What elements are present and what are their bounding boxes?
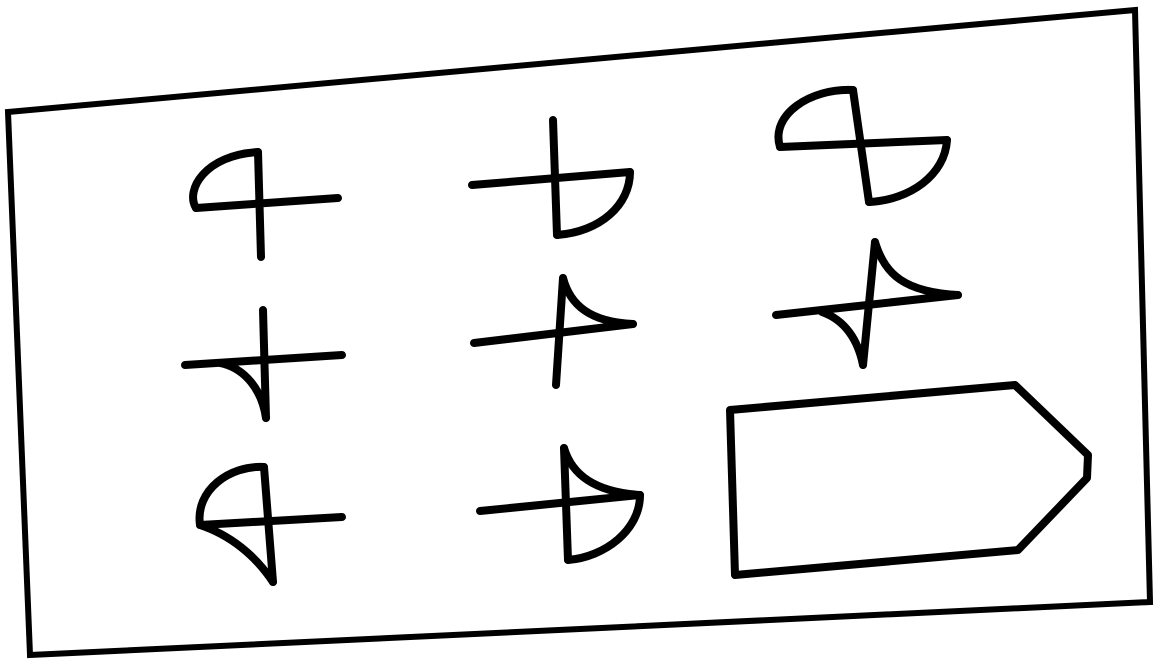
cell-r2-c2-figure <box>474 278 633 385</box>
cell-r3-c1-figure <box>200 467 342 582</box>
cell-r2-c3-figure <box>776 242 958 365</box>
cell-r1-c2-figure <box>472 120 630 235</box>
cell-r2-c1-figure <box>185 310 342 418</box>
answer-blank-box <box>730 385 1088 575</box>
cell-r1-c3-figure <box>778 90 947 202</box>
cell-r3-c2-figure <box>480 448 640 560</box>
cell-r1-c1-figure <box>193 152 338 257</box>
